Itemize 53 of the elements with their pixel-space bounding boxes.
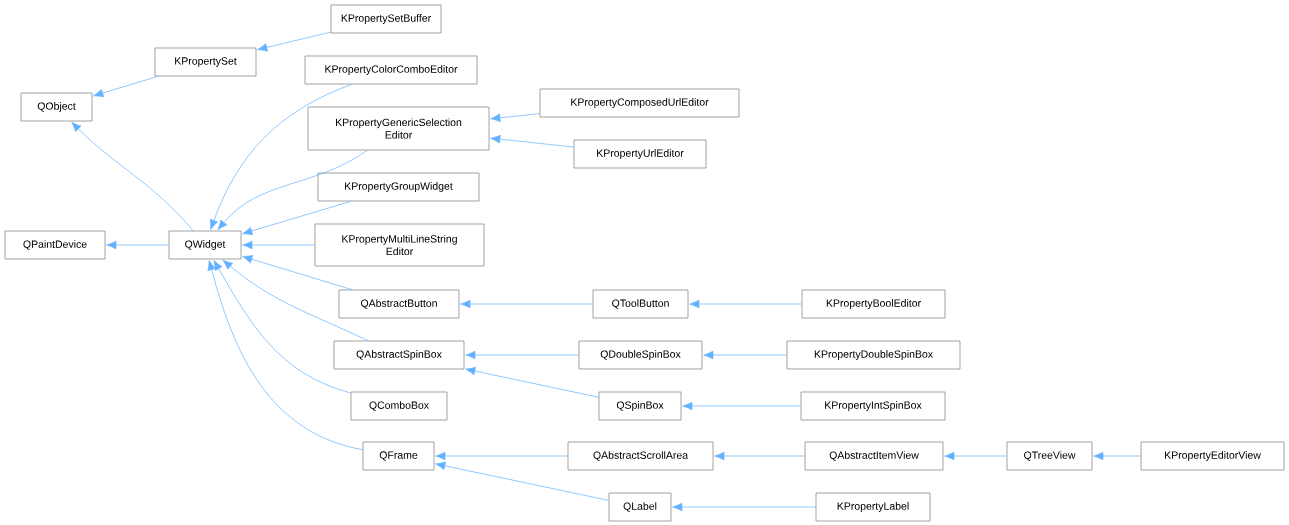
inheritance-arrow	[490, 135, 575, 148]
inheritance-arrow	[435, 451, 569, 461]
class-box: KPropertyEditorView	[1140, 441, 1285, 471]
class-box: QObject	[20, 92, 93, 122]
class-box: KPropertyComposedUrlEditor	[539, 88, 740, 118]
class-box: KPropertyMultiLineString Editor	[314, 223, 485, 267]
inheritance-arrow	[93, 75, 159, 98]
class-box: KPropertyGroupWidget	[317, 172, 480, 202]
inheritance-arrow	[217, 149, 368, 231]
class-box: QWidget	[168, 230, 242, 260]
class-box: QAbstractButton	[338, 289, 460, 319]
inheritance-arrow	[222, 259, 369, 342]
inheritance-arrow	[460, 299, 594, 309]
class-box: QFrame	[362, 441, 435, 471]
inheritance-arrow	[1093, 451, 1142, 461]
inheritance-arrow	[242, 255, 353, 291]
class-box: KPropertyColorComboEditor	[304, 55, 478, 85]
inheritance-arrow	[209, 83, 353, 230]
inheritance-arrow	[682, 401, 802, 411]
class-box: QSpinBox	[598, 391, 682, 421]
class-box: KPropertyLabel	[815, 492, 931, 522]
inheritance-arrow	[242, 240, 316, 250]
class-box: QTreeView	[1006, 441, 1093, 471]
class-box: KPropertySet	[154, 47, 257, 77]
class-box: QPaintDevice	[4, 230, 106, 260]
inheritance-arrow	[714, 451, 806, 461]
class-box: KPropertyGenericSelection Editor	[307, 106, 490, 151]
class-box: KPropertyIntSpinBox	[800, 391, 946, 421]
inheritance-arrow	[689, 299, 803, 309]
class-box: QAbstractItemView	[804, 441, 944, 471]
inheritance-arrow	[672, 502, 817, 512]
inheritance-arrow	[944, 451, 1008, 461]
class-box: KPropertyUrlEditor	[573, 139, 707, 169]
class-box: QToolButton	[592, 289, 689, 319]
inheritance-arrow	[106, 240, 170, 250]
inheritance-arrow	[703, 350, 788, 360]
inheritance-arrow	[490, 113, 541, 122]
inheritance-arrow	[435, 461, 610, 501]
inheritance-arrow	[213, 260, 352, 394]
class-box: KPropertySetBuffer	[330, 4, 442, 34]
class-box: QDoubleSpinBox	[578, 340, 703, 370]
inheritance-arrow	[242, 200, 352, 236]
class-box: QComboBox	[350, 391, 448, 421]
class-box: KPropertyDoubleSpinBox	[786, 340, 961, 370]
inheritance-arrow	[465, 350, 580, 360]
inheritance-arrow	[465, 366, 600, 398]
class-box: QAbstractScrollArea	[567, 441, 714, 471]
inheritance-arrow	[207, 260, 364, 451]
inheritance-arrow	[257, 31, 332, 52]
inheritance-arrow	[71, 121, 194, 232]
class-box: KPropertyBoolEditor	[801, 289, 946, 319]
class-box: QAbstractSpinBox	[333, 340, 465, 370]
class-box: QLabel	[608, 492, 672, 522]
